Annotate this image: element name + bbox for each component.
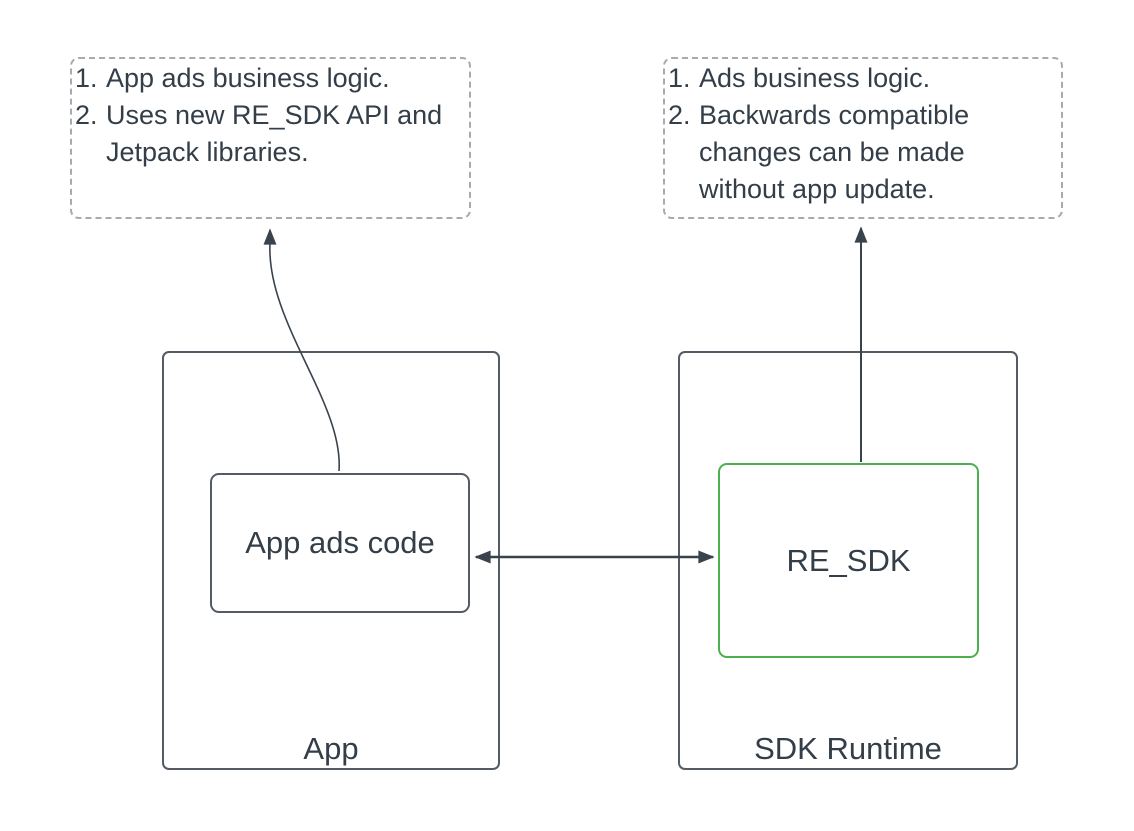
re-sdk-label: RE_SDK	[786, 542, 911, 578]
app-box-label: App	[303, 731, 359, 766]
re-sdk-box: RE_SDK	[718, 463, 979, 658]
sdk-annotation-list: Ads business logic. Backwards compatible…	[665, 59, 1061, 208]
sdk-runtime-box-label: SDK Runtime	[754, 731, 942, 766]
sdk-annotation-note: Ads business logic. Backwards compatible…	[663, 57, 1063, 219]
app-ads-code-box: App ads code	[210, 473, 470, 613]
note-item: App ads business logic.	[105, 60, 463, 97]
app-annotation-note: App ads business logic. Uses new RE_SDK …	[70, 57, 471, 219]
note-item: Ads business logic.	[698, 60, 1055, 97]
app-annotation-list: App ads business logic. Uses new RE_SDK …	[72, 59, 469, 171]
app-ads-code-label: App ads code	[245, 525, 435, 560]
note-item: Uses new RE_SDK API and Jetpack librarie…	[105, 97, 463, 171]
note-item: Backwards compatible changes can be made…	[698, 97, 1055, 208]
